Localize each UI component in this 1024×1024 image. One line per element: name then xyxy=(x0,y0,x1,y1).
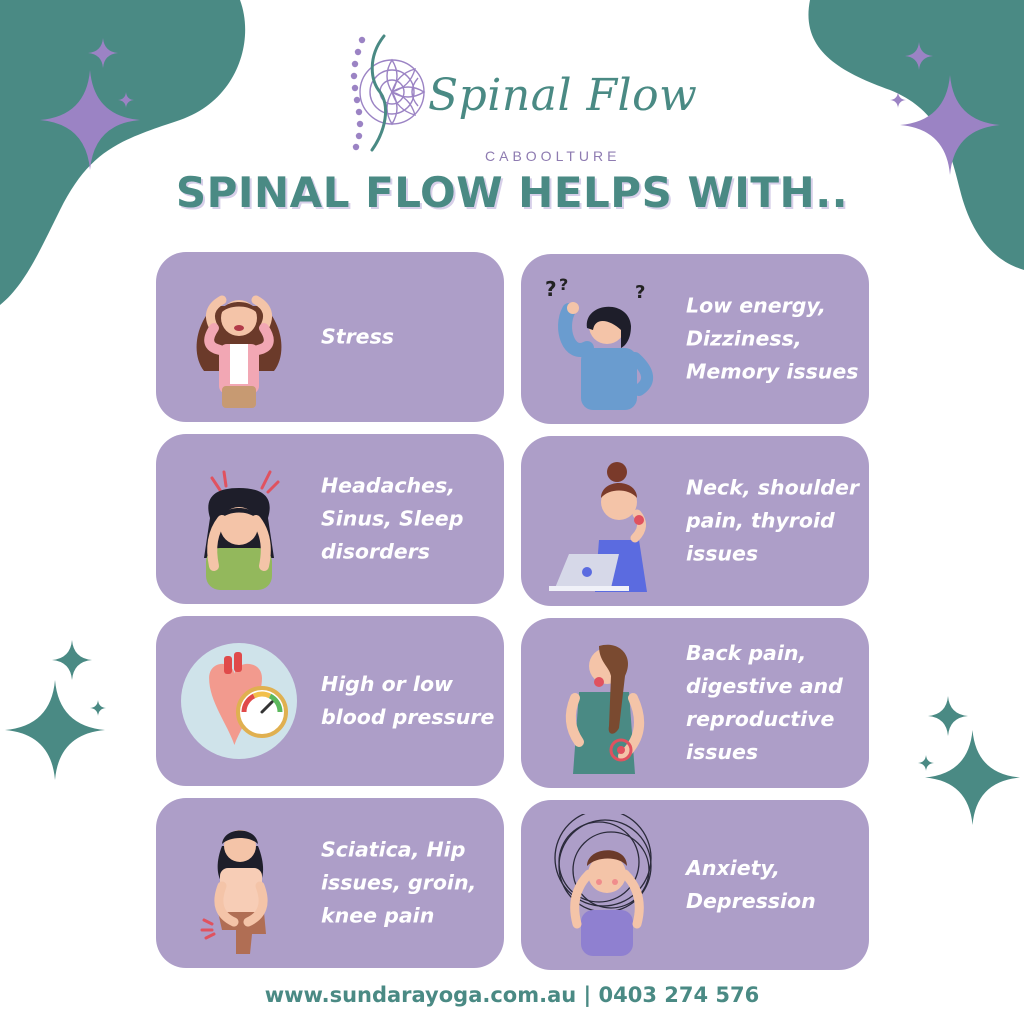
spine-mandala-icon xyxy=(350,34,426,152)
brand-logo: Spinal Flow CABOOLTURE xyxy=(340,30,697,164)
svg-text:?: ? xyxy=(635,282,645,303)
sparkle-icon xyxy=(5,680,105,780)
card-stress: Stress xyxy=(156,252,504,422)
card-neck-shoulder: Neck, shoulder pain, thyroid issues xyxy=(521,436,869,606)
decorative-blob-top-left xyxy=(0,0,246,305)
card-anxiety: Anxiety, Depression xyxy=(521,800,869,970)
page-title: SPINAL FLOW HELPS WITH.. xyxy=(175,168,849,217)
card-low-energy: ? ? ? Low energy, Dizziness, Memory issu… xyxy=(521,254,869,424)
svg-text:?: ? xyxy=(545,277,557,301)
stressed-woman-icon xyxy=(196,295,282,408)
sparkle-icon xyxy=(40,70,140,170)
card-headaches: Headaches, Sinus, Sleep disorders xyxy=(156,434,504,604)
sparkle-icon xyxy=(900,75,1000,175)
heart-gauge-icon xyxy=(181,643,297,759)
sparkle-icon xyxy=(918,755,934,771)
card-blood-pressure: High or low blood pressure xyxy=(156,616,504,786)
sparkle-icon xyxy=(890,92,906,108)
sparkle-icon xyxy=(928,696,968,736)
sparkle-icon xyxy=(90,700,106,716)
confused-woman-icon: ? ? ? xyxy=(545,275,653,410)
card-label: Stress xyxy=(321,324,394,349)
headache-woman-icon xyxy=(204,470,280,590)
card-label: Headaches, Sinus, Sleep disorders xyxy=(321,473,464,564)
card-label: Sciatica, Hip issues, groin, knee pain xyxy=(321,837,477,928)
card-label: Low energy, Dizziness, Memory issues xyxy=(686,293,859,384)
anxious-man-icon xyxy=(554,814,652,956)
decorative-blob-top-right xyxy=(808,0,1024,270)
card-label: Anxiety, Depression xyxy=(686,856,816,913)
card-sciatica: Sciatica, Hip issues, groin, knee pain xyxy=(156,798,504,968)
neck-pain-woman-icon xyxy=(549,462,647,592)
knee-pain-woman-icon xyxy=(200,830,268,954)
card-back-pain: Back pain, digestive and reproductive is… xyxy=(521,618,869,788)
brand-location: CABOOLTURE xyxy=(485,148,621,164)
back-pain-woman-icon xyxy=(565,644,644,774)
sparkle-icon xyxy=(88,38,118,68)
contact-footer[interactable]: www.sundarayoga.com.au | 0403 274 576 xyxy=(264,983,760,1007)
card-label: Neck, shoulder pain, thyroid issues xyxy=(686,475,859,566)
sparkle-icon xyxy=(905,42,933,70)
card-label: Back pain, digestive and reproductive is… xyxy=(686,641,843,764)
card-label: High or low blood pressure xyxy=(321,672,495,729)
sparkle-icon xyxy=(925,730,1020,825)
sparkle-icon xyxy=(52,640,92,680)
brand-name: Spinal Flow xyxy=(428,70,698,121)
sparkle-icon xyxy=(118,92,134,108)
svg-text:?: ? xyxy=(559,275,568,294)
